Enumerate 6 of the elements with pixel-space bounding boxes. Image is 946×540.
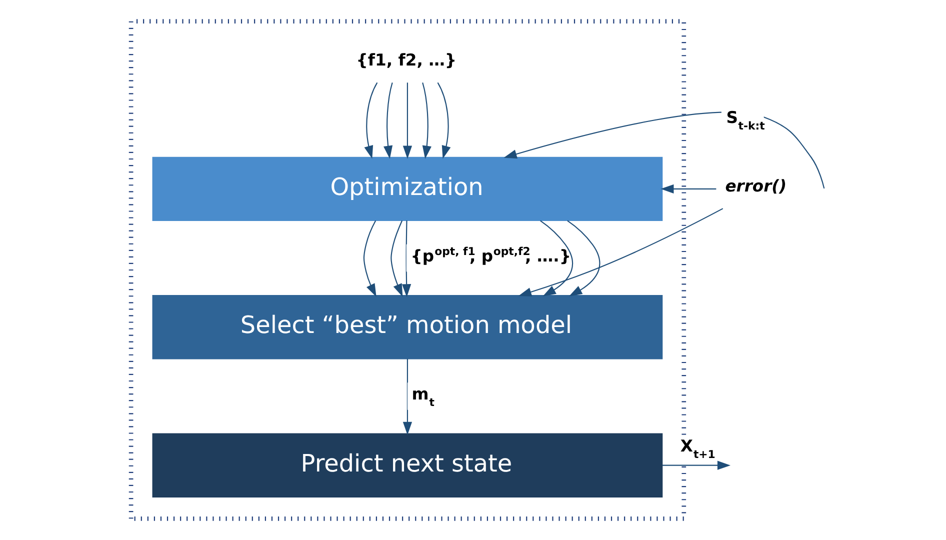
edge-label: m$_{t}$ <box>411 384 434 409</box>
edge-label: {p$^{opt, f1}$, p$^{opt,f2}$, ….} <box>410 244 570 266</box>
edge-label: X$_{t+1}$ <box>680 436 715 462</box>
edge-label: S$_{t-k:t}$ <box>726 108 764 133</box>
node-text: error() <box>724 176 786 196</box>
node-text: {f1, f2, …} <box>356 50 456 70</box>
